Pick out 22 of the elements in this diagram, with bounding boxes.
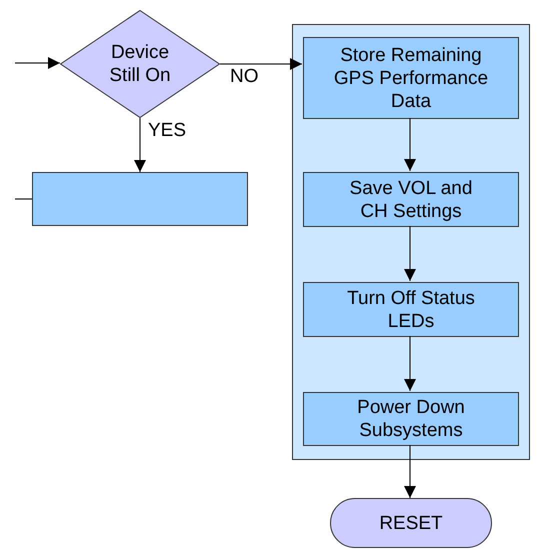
- arrow: [134, 118, 146, 172]
- arrow: [14, 57, 60, 69]
- process-box: [32, 172, 248, 226]
- step-text: Device Still On: [108, 41, 172, 87]
- step-text: Store Remaining GPS Performance Data: [332, 44, 490, 112]
- process-box: [303, 282, 519, 337]
- connector-line: [14, 198, 32, 200]
- process-box: [303, 392, 519, 446]
- process-box: [292, 24, 530, 460]
- step-text: Power Down Subsystems: [356, 396, 466, 442]
- process-box: [303, 37, 519, 119]
- arrow: [220, 58, 302, 70]
- arrow: [404, 118, 416, 172]
- arrow: [404, 444, 416, 498]
- step-text: Save VOL and CH Settings: [348, 176, 474, 222]
- step-text: RESET: [379, 512, 443, 534]
- decision-diamond: [60, 10, 220, 118]
- arrow: [404, 226, 416, 282]
- step-text: Turn Off Status LEDs: [346, 286, 476, 332]
- terminator-shape: [330, 498, 492, 548]
- process-box: [303, 172, 519, 227]
- arrow: [404, 336, 416, 392]
